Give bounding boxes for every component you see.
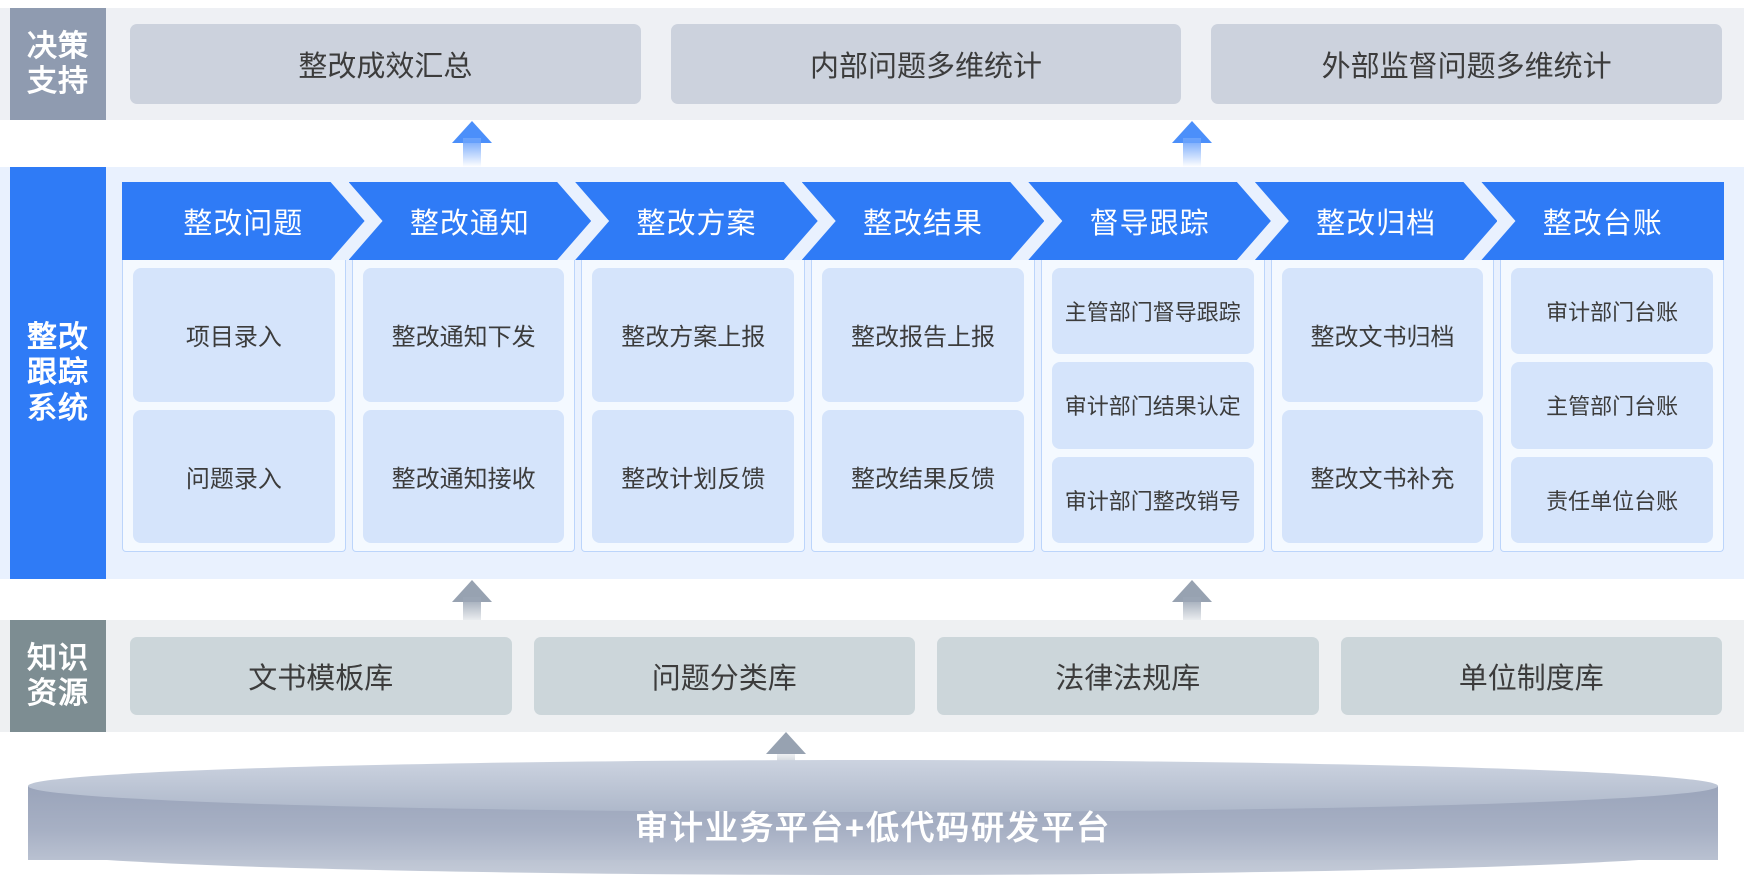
- knowledge-card-law-regulation-library[interactable]: 法律法规库: [937, 637, 1319, 715]
- flow-column-remediation-result: 整改报告上报 整改结果反馈: [811, 260, 1035, 552]
- flow-item-notice-receive[interactable]: 整改通知接收: [362, 409, 565, 543]
- arrow-head: [452, 580, 492, 602]
- flow-item-doc-archive[interactable]: 整改文书归档: [1281, 268, 1484, 402]
- flow-step-remediation-ledger[interactable]: 整改台账: [1481, 182, 1725, 260]
- arrow-shaft: [463, 138, 481, 167]
- platform-base: 审计业务平台+低代码研发平台: [28, 760, 1718, 885]
- process-flow-header: 整改问题 整改通知 整改方案 整改结果 督导跟踪 整改归档 整改台账: [122, 182, 1725, 260]
- decision-card-remediation-summary[interactable]: 整改成效汇总: [130, 24, 641, 104]
- flow-step-supervision-tracking[interactable]: 督导跟踪: [1028, 182, 1271, 260]
- flow-item-result-report[interactable]: 整改报告上报: [822, 268, 1024, 402]
- arrow-head: [1172, 580, 1212, 602]
- arrow-head: [452, 121, 492, 143]
- tracking-label-line3: 系统: [27, 391, 89, 425]
- platform-top-ellipse: [28, 760, 1718, 812]
- flow-item-plan-feedback[interactable]: 整改计划反馈: [592, 409, 795, 543]
- flow-column-remediation-issue: 项目录入 问题录入: [122, 260, 346, 552]
- up-arrow-icon-left: [452, 121, 492, 167]
- tracking-label-line1: 整改: [27, 320, 89, 354]
- up-arrow-icon-knowledge-right: [1172, 580, 1212, 626]
- up-arrow-icon-knowledge-left: [452, 580, 492, 626]
- flow-item-audit-result-confirm[interactable]: 审计部门结果认定: [1051, 362, 1254, 449]
- platform-label: 审计业务平台+低代码研发平台: [634, 809, 1112, 846]
- knowledge-label-line2: 资源: [27, 677, 89, 710]
- flow-column-remediation-notice: 整改通知下发 整改通知接收: [351, 260, 576, 552]
- flow-item-audit-case-close[interactable]: 审计部门整改销号: [1051, 456, 1254, 543]
- decision-support-label-line1: 决策: [27, 29, 89, 63]
- flow-column-remediation-archive: 整改文书归档 整改文书补充: [1270, 260, 1495, 552]
- flow-item-authority-dept-ledger[interactable]: 主管部门台账: [1511, 362, 1714, 449]
- decision-support-card-list: 整改成效汇总 内部问题多维统计 外部监督问题多维统计: [130, 8, 1734, 120]
- knowledge-card-issue-category-library[interactable]: 问题分类库: [533, 637, 915, 715]
- flow-item-authority-supervision[interactable]: 主管部门督导跟踪: [1051, 268, 1254, 355]
- flow-item-project-entry[interactable]: 项目录入: [133, 268, 335, 402]
- flow-column-remediation-plan: 整改方案上报 整改计划反馈: [581, 260, 806, 552]
- flow-step-remediation-notice[interactable]: 整改通知: [349, 182, 592, 260]
- knowledge-card-doc-template-library[interactable]: 文书模板库: [130, 637, 512, 715]
- flow-item-issue-entry[interactable]: 问题录入: [133, 409, 335, 543]
- decision-card-internal-issue-stats[interactable]: 内部问题多维统计: [670, 24, 1182, 104]
- arrow-head: [1172, 121, 1212, 143]
- decision-support-label: 决策 支持: [10, 8, 106, 120]
- flow-column-remediation-ledger: 审计部门台账 主管部门台账 责任单位台账: [1500, 260, 1725, 552]
- decision-support-label-line2: 支持: [27, 65, 89, 98]
- knowledge-resource-label: 知识 资源: [10, 620, 106, 732]
- flow-item-plan-report[interactable]: 整改方案上报: [592, 268, 795, 402]
- flow-item-audit-dept-ledger[interactable]: 审计部门台账: [1511, 268, 1714, 355]
- tracking-label-line2: 跟踪: [27, 356, 89, 390]
- remediation-tracking-label: 整改 跟踪 系统: [10, 167, 106, 579]
- knowledge-resource-card-list: 文书模板库 问题分类库 法律法规库 单位制度库: [130, 620, 1734, 732]
- flow-column-supervision-tracking: 主管部门督导跟踪 审计部门结果认定 审计部门整改销号: [1040, 260, 1265, 552]
- flow-item-notice-issue[interactable]: 整改通知下发: [362, 268, 565, 402]
- flow-step-remediation-issue[interactable]: 整改问题: [122, 182, 365, 260]
- arrow-shaft: [1183, 138, 1201, 167]
- knowledge-card-unit-policy-library[interactable]: 单位制度库: [1340, 637, 1722, 715]
- flow-step-remediation-result[interactable]: 整改结果: [802, 182, 1045, 260]
- flow-step-remediation-plan[interactable]: 整改方案: [575, 182, 818, 260]
- flow-item-doc-supplement[interactable]: 整改文书补充: [1281, 409, 1484, 543]
- arrow-shaft: [463, 597, 481, 626]
- up-arrow-icon-right: [1172, 121, 1212, 167]
- flow-item-responsible-unit-ledger[interactable]: 责任单位台账: [1511, 456, 1714, 543]
- process-flow-body: 项目录入 问题录入 整改通知下发 整改通知接收 整改方案上报 整改计划反馈 整改…: [122, 260, 1725, 552]
- arrow-shaft: [1183, 597, 1201, 626]
- arrow-head: [766, 732, 806, 754]
- decision-card-external-supervision-stats[interactable]: 外部监督问题多维统计: [1211, 24, 1723, 104]
- flow-item-result-feedback[interactable]: 整改结果反馈: [822, 409, 1024, 543]
- knowledge-label-line1: 知识: [27, 641, 89, 675]
- flow-step-remediation-archive[interactable]: 整改归档: [1255, 182, 1498, 260]
